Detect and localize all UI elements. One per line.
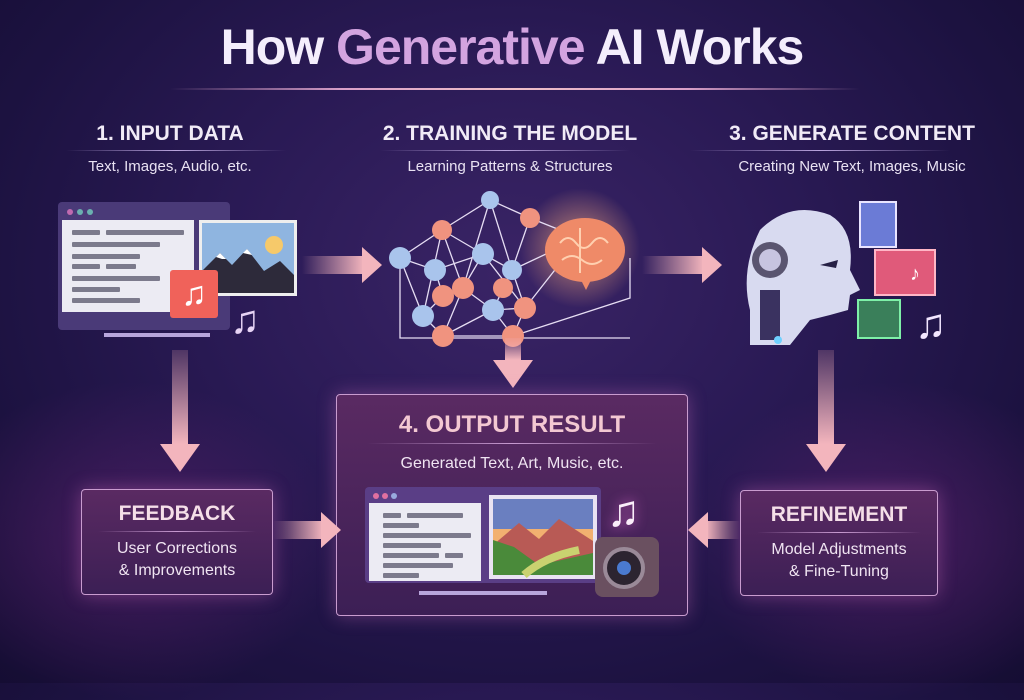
step-4-subtitle: Generated Text, Art, Music, etc. <box>400 455 624 472</box>
document-window-icon <box>365 487 601 583</box>
page-title: How Generative AI Works <box>220 19 805 75</box>
refinement-divider <box>757 532 921 533</box>
arrow-input-to-training <box>302 247 382 283</box>
arrow-refinement-to-output <box>688 512 740 548</box>
document-card-icon <box>859 201 897 248</box>
music-note-icon: ♫ <box>230 298 260 342</box>
arrow-training-to-generate <box>642 247 722 283</box>
feedback-divider <box>98 531 256 532</box>
music-note-icon: ♫ <box>607 487 640 536</box>
music-note-icon: ♫ <box>915 300 947 347</box>
output-result-box: 4. OUTPUT RESULT Generated Text, Art, Mu… <box>336 394 688 616</box>
step-3-heading: 3. GENERATE CONTENT <box>729 122 975 145</box>
feedback-line-1: User Corrections <box>116 540 238 557</box>
camera-icon <box>595 537 659 597</box>
title-accent: Generative <box>336 19 585 75</box>
arrow-input-to-feedback <box>160 350 200 472</box>
refinement-heading: REFINEMENT <box>770 503 908 526</box>
feedback-heading: FEEDBACK <box>118 502 236 525</box>
image-card-icon <box>857 299 901 339</box>
refinement-box: REFINEMENT Model Adjustments & Fine-Tuni… <box>740 490 938 596</box>
step-4-heading: 4. OUTPUT RESULT <box>398 411 626 438</box>
arrow-training-to-output <box>493 338 533 388</box>
music-note-icon: ♫ <box>170 270 218 318</box>
feedback-line-2: & Improvements <box>118 562 236 579</box>
brain-icon <box>545 218 625 290</box>
generate-content-illustration: ♪ ♫ <box>746 201 947 347</box>
refinement-line-1: Model Adjustments <box>771 541 907 558</box>
monitor-stand <box>104 333 210 337</box>
landscape-painting-icon <box>489 495 597 579</box>
robot-head-icon <box>746 210 860 345</box>
step-4-divider <box>367 443 657 444</box>
step-1-subtitle: Text, Images, Audio, etc. <box>88 158 252 175</box>
step-1-divider <box>66 150 286 151</box>
arrow-feedback-to-output <box>273 512 341 548</box>
step-1-heading: 1. INPUT DATA <box>96 122 244 145</box>
music-card-icon <box>874 249 936 296</box>
arrow-generate-to-refinement <box>806 350 846 472</box>
refinement-line-2: & Fine-Tuning <box>789 563 889 580</box>
monitor-stand <box>419 591 547 595</box>
step-2-heading: 2. TRAINING THE MODEL <box>382 122 638 145</box>
feedback-box: FEEDBACK User Corrections & Improvements <box>81 489 273 595</box>
svg-text:♪: ♪ <box>910 263 920 285</box>
step-2-divider <box>380 150 630 151</box>
step-3-divider <box>690 150 950 151</box>
title-divider <box>170 88 860 90</box>
neural-network-icon <box>389 188 640 347</box>
step-2-subtitle: Learning Patterns & Structures <box>407 158 613 175</box>
step-3-subtitle: Creating New Text, Images, Music <box>738 158 966 175</box>
